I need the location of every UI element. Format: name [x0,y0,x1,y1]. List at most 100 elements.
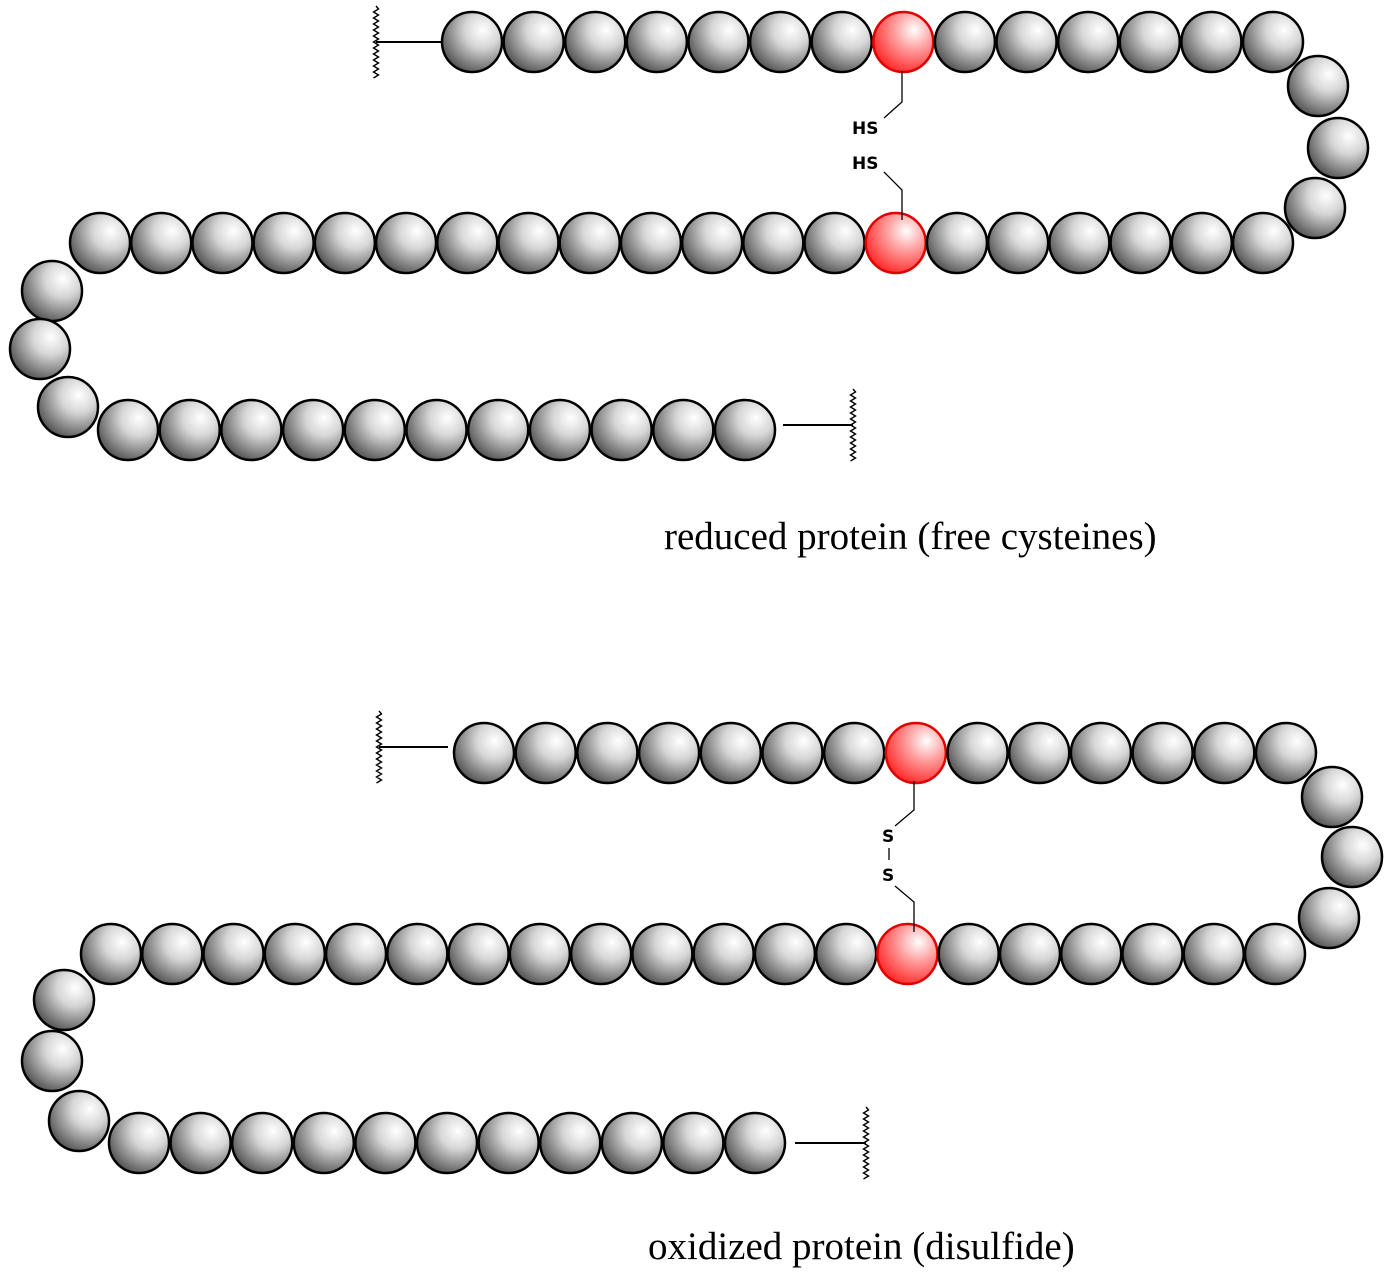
amino-acid-residue [576,721,639,785]
amino-acid-residue [436,211,499,275]
amino-acid-residue [202,922,265,986]
amino-acid-residue [107,1111,171,1175]
amino-acid-residue [753,922,817,986]
amino-acid-residue [447,922,510,986]
cysteine-residue [876,922,939,986]
amino-acid-residue [563,10,627,74]
amino-acid-residue [324,922,388,986]
amino-acid-residue [1069,721,1133,785]
amino-acid-residue [191,211,254,275]
amino-acid-residue [1231,211,1295,275]
amino-acid-residue [619,211,683,275]
amino-acid-residue [662,1111,725,1175]
amino-acid-residue [514,721,577,785]
amino-acid-residue [569,922,633,986]
amino-acid-residue [742,211,805,275]
amino-acid-residue [687,10,750,74]
amino-acid-residue [1286,54,1350,118]
amino-acid-residue [761,721,824,785]
amino-acid-residue [699,721,763,785]
reduced-protein-chain [8,10,1370,462]
amino-acid-residue [1241,10,1305,74]
amino-acid-residue [20,1029,84,1093]
cysteine-side-chain-upper [894,781,915,827]
amino-acid-residue [36,375,100,439]
amino-acid-residue [79,922,143,986]
amino-acid-residue [415,1111,479,1175]
amino-acid-residue [995,10,1058,74]
amino-acid-residue [998,922,1062,986]
amino-acid-residue [803,211,866,275]
amino-acid-residue [452,721,516,785]
amino-acid-residue [502,10,565,74]
cysteine-residue [872,10,935,74]
amino-acid-residue [723,1111,787,1175]
amino-acid-residue [158,398,221,462]
amino-acid-residue [1283,176,1347,240]
amino-acid-residue [440,10,504,74]
amino-acid-residue [1300,765,1364,829]
amino-acid-residue [1121,922,1184,986]
amino-acid-residue [96,398,160,462]
amino-acid-residue [925,211,989,275]
amino-acid-residue [354,1111,417,1175]
reduced-protein-caption: reduced protein (free cysteines) [664,515,1157,558]
amino-acid-residue [652,398,715,462]
cysteine-side-chain-upper [883,71,903,119]
amino-acid-residue [313,211,377,275]
amino-acid-residue [1182,922,1245,986]
reduced-side-chains: HS HS [852,71,903,220]
amino-acid-residue [292,1111,356,1175]
amino-acid-residue [713,398,777,462]
amino-acid-residue [986,211,1050,275]
amino-acid-residue [1048,211,1111,275]
amino-acid-residue [1118,10,1182,74]
amino-acid-residue [600,1111,664,1175]
amino-acid-residue [933,10,997,74]
amino-acid-residue [1254,721,1318,785]
amino-acid-residue [1131,721,1194,785]
amino-acid-residue [814,922,878,986]
c-terminus [783,388,857,462]
amino-acid-residue [1056,10,1120,74]
amino-acid-residue [8,317,72,381]
amino-acid-residue [1180,10,1243,74]
amino-acid-residue [1059,922,1123,986]
amino-acid-residue [141,922,204,986]
amino-acid-residue [32,968,96,1032]
amino-acid-residue [946,721,1009,785]
amino-acid-residue [631,922,694,986]
sulfur-label-upper: S [882,827,894,847]
amino-acid-residue [937,922,1000,986]
amino-acid-residue [538,1111,602,1175]
amino-acid-residue [405,398,468,462]
amino-acid-residue [590,398,653,462]
amino-acid-residue [680,211,744,275]
amino-acid-residue [1297,886,1361,950]
amino-acid-residue [252,211,315,275]
cysteine-side-chain-lower [883,171,903,220]
amino-acid-residue [508,922,572,986]
amino-acid-residue [1170,211,1234,275]
cysteine-residue [884,721,948,785]
amino-acid-residue [692,922,755,986]
sulfur-label-lower: S [882,866,894,886]
cysteine-residue [864,211,927,275]
amino-acid-residue [497,211,560,275]
amino-acid-residue [386,922,449,986]
amino-acid-residue [477,1111,540,1175]
amino-acid-residue [343,398,407,462]
amino-acid-residue [1109,211,1172,275]
amino-acid-residue [47,1089,111,1153]
amino-acid-residue [374,211,438,275]
n-terminus [372,5,441,79]
amino-acid-residue [1007,721,1071,785]
amino-acid-residue [220,398,283,462]
amino-acid-residue [637,721,701,785]
amino-acid-residue [230,1111,294,1175]
oxidized-protein-termini [375,710,870,1180]
amino-acid-residue [169,1111,232,1175]
amino-acid-residue [129,211,193,275]
c-terminus [795,1106,870,1180]
